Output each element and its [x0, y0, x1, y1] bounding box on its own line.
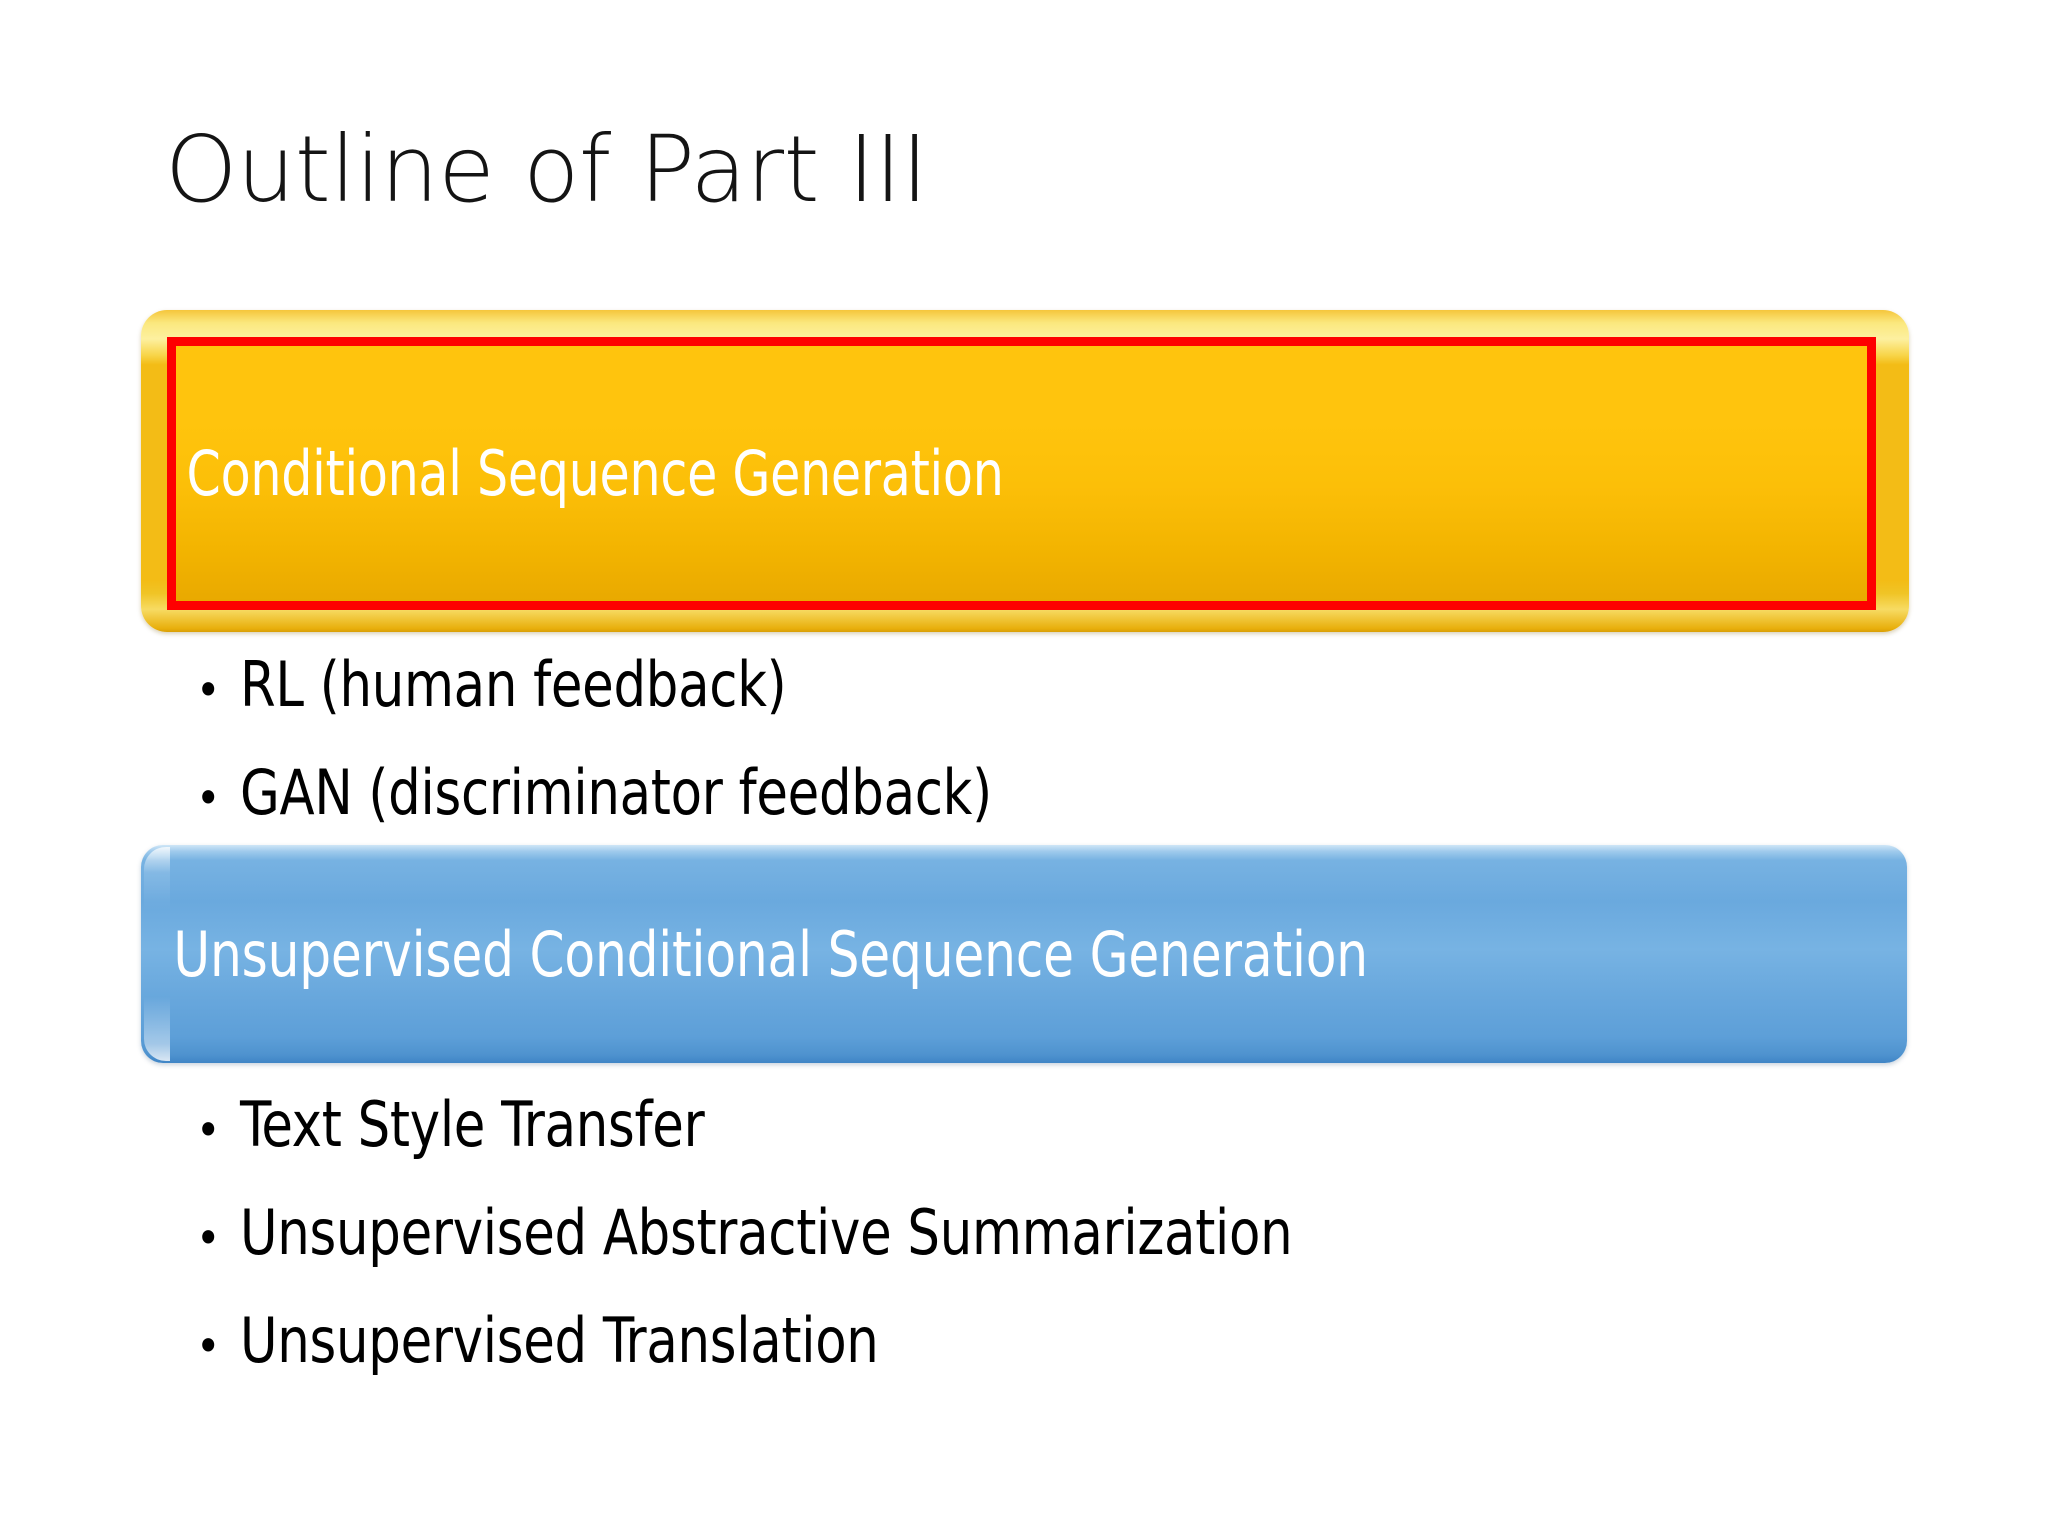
list-item: • Text Style Transfer — [196, 1088, 1384, 1196]
banner-label-unsupervised-conditional-sequence-generation: Unsupervised Conditional Sequence Genera… — [173, 917, 1368, 991]
bullet-list-conditional: • RL (human feedback) • GAN (discriminat… — [196, 648, 1057, 864]
bullet-dot-icon: • — [196, 1319, 221, 1373]
bullet-dot-icon: • — [196, 1211, 221, 1265]
banner-unsupervised-conditional-sequence-generation[interactable]: Unsupervised Conditional Sequence Genera… — [141, 845, 1907, 1063]
list-item: • Unsupervised Abstractive Summarization — [196, 1196, 1384, 1304]
bullet-text: GAN (discriminator feedback) — [240, 756, 992, 829]
bullet-dot-icon: • — [196, 771, 221, 825]
bullet-dot-icon: • — [196, 663, 221, 717]
bullet-text: Text Style Transfer — [240, 1088, 705, 1161]
bullet-text: Unsupervised Abstractive Summarization — [240, 1196, 1293, 1269]
list-item: • RL (human feedback) — [196, 648, 1057, 756]
bullet-dot-icon: • — [196, 1103, 221, 1157]
bullet-list-unsupervised: • Text Style Transfer • Unsupervised Abs… — [196, 1088, 1384, 1412]
banner-highlight-border: Conditional Sequence Generation — [167, 337, 1876, 610]
banner-label-conditional-sequence-generation: Conditional Sequence Generation — [186, 437, 1004, 510]
page-title: Outline of Part III — [165, 116, 928, 223]
banner-conditional-sequence-generation[interactable]: Conditional Sequence Generation — [141, 310, 1909, 632]
bullet-text: RL (human feedback) — [240, 648, 787, 721]
list-item: • GAN (discriminator feedback) — [196, 756, 1057, 864]
bullet-text: Unsupervised Translation — [240, 1304, 879, 1377]
list-item: • Unsupervised Translation — [196, 1304, 1384, 1412]
